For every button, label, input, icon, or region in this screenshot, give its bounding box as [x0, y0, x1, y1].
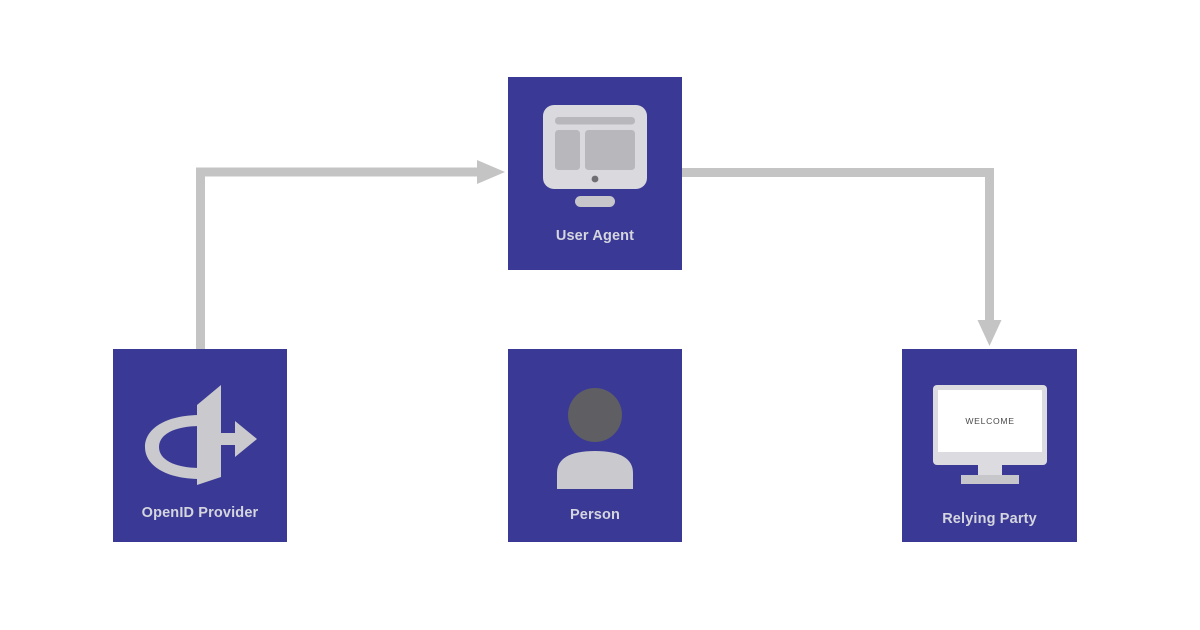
node-openid-provider[interactable]: OpenID Provider [113, 349, 287, 542]
monitor-welcome-icon: WELCOME [931, 385, 1049, 485]
node-label-relying-party: Relying Party [942, 511, 1037, 527]
node-user-agent[interactable]: User Agent [508, 77, 682, 270]
node-label-openid-provider: OpenID Provider [141, 505, 259, 521]
node-relying-party[interactable]: WELCOME Relying Party [902, 349, 1077, 542]
browser-window-icon [539, 105, 651, 209]
openid-logo-icon [139, 377, 261, 489]
person-icon [545, 381, 645, 489]
connector-openid-provider-to-user-agent [196, 160, 505, 351]
node-label-person: Person [569, 507, 621, 523]
node-person[interactable]: Person [508, 349, 682, 542]
monitor-screen-text: WELCOME [965, 416, 1014, 426]
node-label-user-agent: User Agent [555, 228, 635, 244]
connector-user-agent-to-relying-party [682, 168, 1002, 346]
